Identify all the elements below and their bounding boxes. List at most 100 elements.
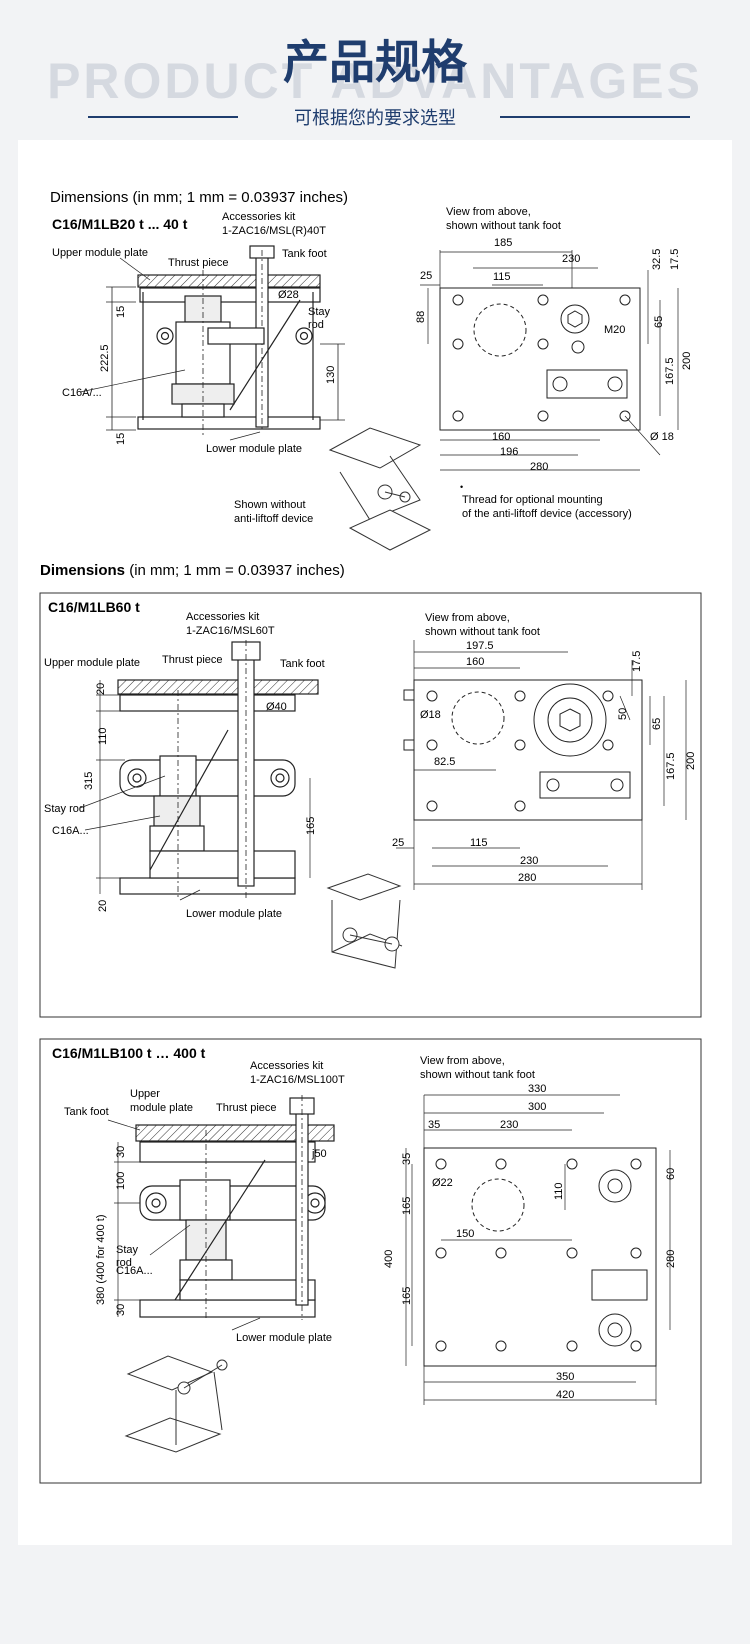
- dim-185: 185: [494, 237, 512, 249]
- tank-foot-label-3: Tank foot: [64, 1106, 109, 1118]
- dim-88: 88: [415, 311, 427, 323]
- tank-foot-label: Tank foot: [282, 248, 327, 260]
- accessories-code-2: 1-ZAC16/MSL60T: [186, 625, 275, 637]
- section-1-c16-m1lb20: Dimensions (in mm; 1 mm = 0.03937 inches…: [50, 189, 693, 551]
- dim-330: 330: [528, 1083, 546, 1095]
- dim-196: 196: [500, 446, 518, 458]
- dim-17-5: 17.5: [669, 249, 681, 270]
- dim-115-2: 115: [470, 837, 488, 849]
- dim-230-3: 230: [500, 1119, 518, 1131]
- dim-230: 230: [562, 253, 580, 265]
- rod-label-3: rod: [116, 1257, 132, 1269]
- accessories-code: 1-ZAC16/MSL(R)40T: [222, 225, 326, 237]
- lower-plate-label: Lower module plate: [206, 443, 302, 455]
- view-above-label: View from above,: [446, 206, 531, 218]
- dim-m20: M20: [604, 324, 625, 336]
- load-cell-label-2: C16A...: [52, 825, 89, 837]
- dim-25: 25: [420, 270, 432, 282]
- thread-label-sub: of the anti-liftoff device (accessory): [462, 508, 632, 520]
- dimensions-title: Dimensions (in mm; 1 mm = 0.03937 inches…: [50, 189, 348, 206]
- dim-dia-18: Ø 18: [650, 431, 674, 443]
- dim-167-5-2: 167.5: [665, 752, 677, 780]
- side-view-drawing: [79, 245, 345, 441]
- tank-foot-label-2: Tank foot: [280, 658, 325, 670]
- stay-label: Stay: [308, 306, 331, 318]
- rod-label: rod: [308, 319, 324, 331]
- view-above-sub-3: shown without tank foot: [420, 1069, 535, 1081]
- dim-j50: j50: [311, 1148, 327, 1160]
- dim-222-5: 222.5: [99, 344, 111, 372]
- section-3-c16-m1lb100: C16/M1LB100 t … 400 t Accessories kit 1-…: [39, 1038, 702, 1484]
- section-2-frame: [39, 592, 702, 1018]
- dim-160-2: 160: [466, 656, 484, 668]
- isometric-sketch-2: [326, 873, 403, 969]
- header-background-word: PRODUCT ADVANTAGES: [47, 53, 703, 109]
- upper-label-3: Upper: [130, 1088, 160, 1100]
- view-above-label-3: View from above,: [420, 1055, 505, 1067]
- dim-30-top: 30: [115, 1146, 127, 1158]
- page-subtitle: 可根据您的要求选型: [294, 108, 456, 129]
- dim-315: 315: [83, 772, 95, 790]
- dim-230-2: 230: [520, 855, 538, 867]
- dimensions-title-2-rest: (in mm; 1 mm = 0.03937 inches): [125, 562, 345, 579]
- thrust-piece-label: Thrust piece: [168, 257, 229, 269]
- dim-130: 130: [325, 366, 337, 384]
- dim-20-bottom: 20: [97, 900, 109, 912]
- accessories-code-3: 1-ZAC16/MSL100T: [250, 1074, 345, 1086]
- dim-150: 150: [456, 1228, 474, 1240]
- dim-420: 420: [556, 1389, 574, 1401]
- dim-35-left: 35: [401, 1153, 413, 1165]
- lower-plate-label-2: Lower module plate: [186, 908, 282, 920]
- dim-200: 200: [681, 352, 693, 370]
- dim-197-5: 197.5: [466, 640, 494, 652]
- lower-plate-label-3: Lower module plate: [236, 1332, 332, 1344]
- section-3-frame: [39, 1038, 702, 1484]
- dim-20-top: 20: [95, 683, 107, 695]
- side-view-drawing-3: [107, 1095, 335, 1331]
- dim-165-bottom: 165: [401, 1287, 413, 1305]
- stay-rod-label-2: Stay rod: [44, 803, 85, 815]
- model-title-3: C16/M1LB100 t … 400 t: [52, 1045, 206, 1061]
- dim-160: 160: [492, 431, 510, 443]
- dim-200-2: 200: [685, 752, 697, 770]
- page-title: 产品规格: [283, 35, 467, 89]
- dim-dia-28: Ø28: [278, 289, 299, 301]
- upper-plate-label-2: Upper module plate: [44, 657, 140, 669]
- model-title-2: C16/M1LB60 t: [48, 599, 140, 615]
- model-title: C16/M1LB20 t ... 40 t: [52, 216, 188, 232]
- dim-165-top: 165: [401, 1197, 413, 1215]
- dim-82-5: 82.5: [434, 756, 455, 768]
- dim-65: 65: [653, 316, 665, 328]
- accessories-label: Accessories kit: [222, 211, 295, 223]
- dim-15-bottom: 15: [115, 433, 127, 445]
- dim-32-5: 32.5: [651, 249, 663, 270]
- dim-60: 60: [665, 1168, 677, 1180]
- header-divider-right: [500, 116, 690, 118]
- dimensions-title-2-bold: Dimensions: [40, 562, 125, 579]
- top-view-drawing-3: [405, 1094, 671, 1405]
- dim-110-3: 110: [553, 1182, 565, 1200]
- dim-110: 110: [97, 727, 109, 745]
- top-view-drawing-2: [396, 640, 687, 890]
- side-view-drawing-2: [79, 640, 319, 901]
- isometric-sketch-1: [328, 427, 432, 551]
- dim-400: 400: [383, 1250, 395, 1268]
- accessories-label-3: Accessories kit: [250, 1060, 323, 1072]
- shown-without-label: Shown without: [234, 499, 306, 511]
- thrust-piece-label-2: Thrust piece: [162, 654, 223, 666]
- view-above-label-2: View from above,: [425, 612, 510, 624]
- anti-liftoff-label: anti-liftoff device: [234, 513, 313, 525]
- dim-50: 50: [617, 708, 629, 720]
- view-above-sub: shown without tank foot: [446, 220, 561, 232]
- dim-25-2: 25: [392, 837, 404, 849]
- dimensions-title-2: Dimensions (in mm; 1 mm = 0.03937 inches…: [40, 562, 345, 579]
- dim-dia-40: Ø40: [266, 701, 287, 713]
- section-2-c16-m1lb60: Dimensions (in mm; 1 mm = 0.03937 inches…: [39, 562, 702, 1018]
- thread-bullet: •: [460, 482, 463, 492]
- dim-300: 300: [528, 1101, 546, 1113]
- dim-17-5-2: 17.5: [631, 651, 643, 672]
- thread-label: Thread for optional mounting: [462, 494, 603, 506]
- load-cell-label: C16A/...: [62, 387, 102, 399]
- dim-350: 350: [556, 1371, 574, 1383]
